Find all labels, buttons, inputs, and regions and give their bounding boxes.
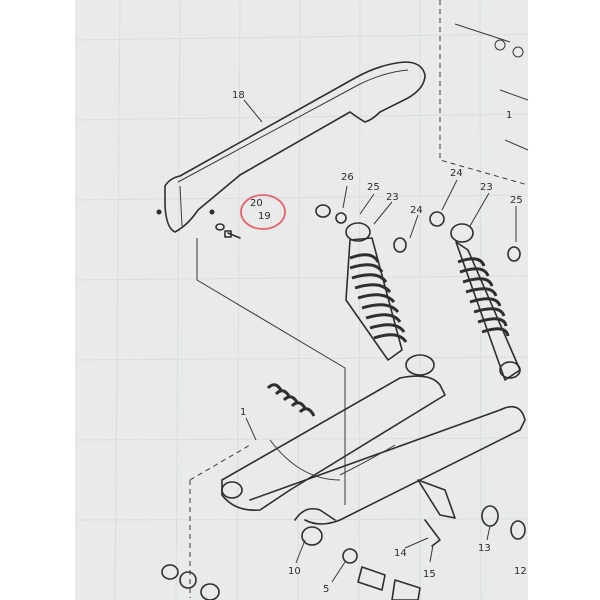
callout-24-left: 24 [410,205,423,216]
callout-14: 14 [394,548,407,559]
pivot-spring [266,383,316,417]
guide-lines [196,238,346,505]
callout-25-left: 25 [367,182,380,193]
callout-24-right: 24 [450,168,463,179]
callout-26: 26 [341,172,354,183]
paper-grid [74,0,529,600]
left-shock-absorber [345,222,435,376]
callout-20: 20 [250,198,263,209]
paper-sheet [75,0,528,600]
swingarm [221,375,526,546]
callout-25-right: 25 [510,195,523,206]
callout-23-right: 23 [480,182,493,193]
callout-18: 18 [232,90,245,101]
callout-1-inset: 1 [506,110,512,121]
inset-frame [439,0,529,186]
chain-guard [156,61,426,233]
nuts-and-washers [315,204,521,262]
callout-10: 10 [288,566,301,577]
dashed-outline [189,444,251,598]
right-shock-absorber [450,223,521,381]
callout-12: 12 [514,566,527,577]
callout-15: 15 [423,569,436,580]
callout-23-left: 23 [386,192,399,203]
leader-lines [243,99,517,583]
callout-13: 13 [478,543,491,554]
callout-19: 19 [258,211,271,222]
callout-1: 1 [240,407,246,418]
lower-collars [161,548,421,600]
highlight-circle [240,194,286,230]
bolt-and-washer [215,223,241,239]
callout-5: 5 [323,584,329,595]
